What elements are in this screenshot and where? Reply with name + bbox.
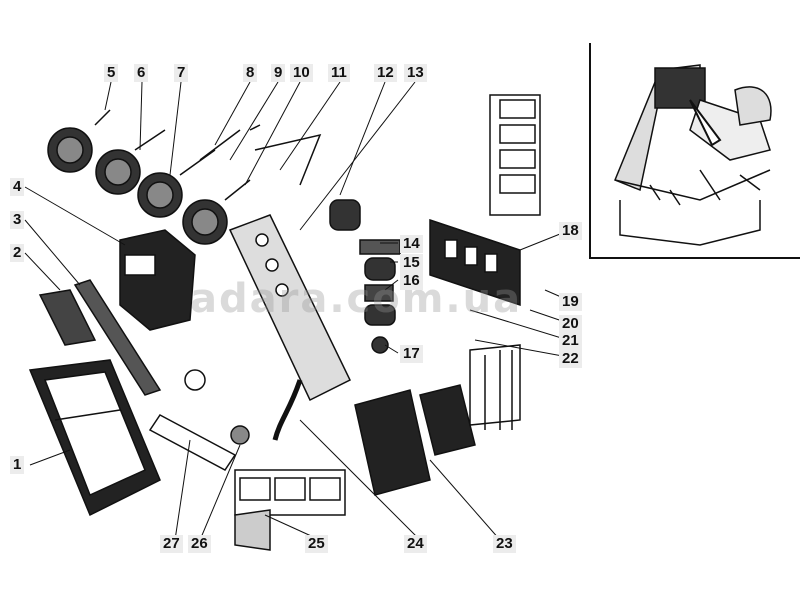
callout-label: 20: [559, 315, 582, 333]
callout-label: 24: [404, 535, 427, 553]
callout-label: 5: [104, 64, 119, 82]
inset-cab-view: [589, 43, 800, 259]
callout-label: 11: [328, 64, 350, 82]
bracket-part: [38, 289, 97, 346]
callout-label: 17: [400, 345, 423, 363]
callout-label: 23: [493, 535, 516, 553]
callout-label: 9: [271, 64, 286, 82]
leader-lines: [24, 81, 571, 541]
circuit-board-part: [354, 384, 476, 496]
callout-label: 1: [10, 456, 25, 474]
callout-label: 6: [134, 64, 149, 82]
callout-label: 8: [243, 64, 258, 82]
callout-label: 19: [559, 293, 582, 311]
callout-label: 21: [559, 332, 582, 350]
callout-label: 15: [400, 254, 423, 272]
watermark-text: adara.com.ua: [190, 276, 523, 322]
callout-label: 3: [10, 211, 25, 229]
callout-label: 2: [10, 244, 25, 262]
callout-label: 12: [374, 64, 397, 82]
callout-label: 26: [188, 535, 211, 553]
callout-label: 14: [400, 235, 423, 253]
callout-label: 4: [10, 178, 25, 196]
rail-part: [73, 279, 162, 396]
callout-label: 22: [559, 350, 582, 368]
callout-label: 27: [160, 535, 183, 553]
callout-label: 10: [290, 64, 313, 82]
callout-label: 16: [400, 272, 423, 290]
callout-label: 7: [174, 64, 189, 82]
fuse-column-part: [489, 94, 541, 216]
callout-label: 13: [404, 64, 427, 82]
connector-parts: [469, 344, 521, 430]
terminal-block-part: [429, 218, 521, 307]
lower-parts: [148, 369, 346, 551]
housing-part: [28, 359, 161, 517]
relay-module-part: [119, 229, 196, 331]
central-panel-part: [228, 214, 351, 441]
gauges-group: [47, 109, 322, 245]
switch-parts: [329, 199, 401, 354]
callout-label: 25: [305, 535, 328, 553]
callout-label: 18: [559, 222, 582, 240]
